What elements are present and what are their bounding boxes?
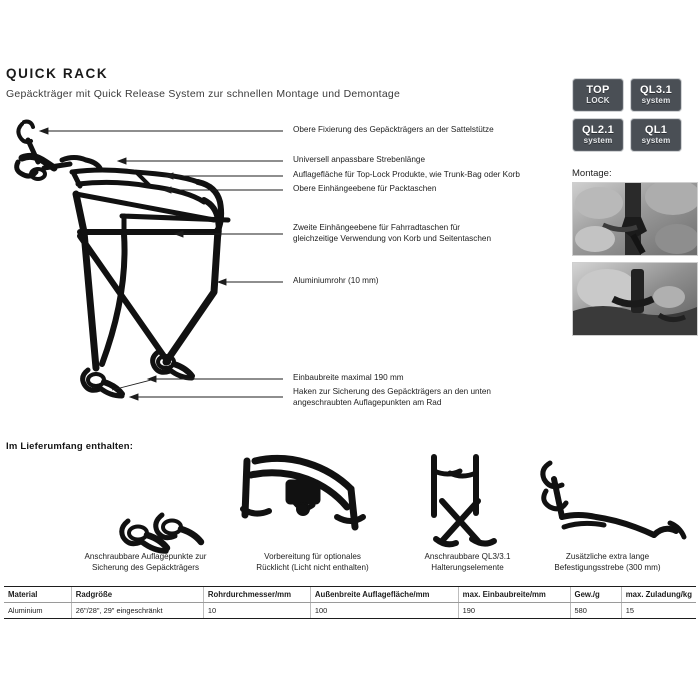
td-max-load: 15 (620, 602, 696, 619)
montage-photo-2 (572, 262, 698, 336)
part-ql3-brackets: Anschraubbare QL3/3.1 Halterungselemente (380, 454, 555, 573)
badge-line-1: TOP (586, 83, 610, 96)
th-tube-diameter: Rohrdurchmesser/mm (202, 586, 311, 603)
th-weight: Gew./g (569, 586, 622, 603)
th-max-load: max. Zuladung/kg (620, 586, 696, 603)
page-title: QUICK RACK (6, 66, 109, 81)
callout-label-5: Zweite Einhängeebene für Fahrradtaschen … (293, 223, 492, 243)
system-badge-group: TOP LOCK QL3.1 system QL2.1 system QL1 s… (572, 78, 696, 158)
part-long-strut: Zusätzliche extra lange Befestigungsstre… (520, 455, 695, 573)
table-header-row: Material Radgröße Rohrdurchmesser/mm Auß… (4, 586, 696, 603)
callout-label-3: Auflagefläche für Top-Lock Produkte, wie… (293, 170, 520, 179)
part-caption: Anschraubbare Auflagepunkte zur Sicherun… (84, 552, 207, 572)
badge-line-1: QL1 (644, 123, 668, 136)
part-caption: Anschraubbare QL3/3.1 Halterungselemente (424, 552, 511, 572)
part-caption: Vorbereitung für optionales Rücklicht (L… (256, 552, 369, 572)
td-wheel-size: 26"/28", 29" eingeschränkt (70, 602, 204, 619)
badge-ql31: QL3.1 system (630, 78, 682, 112)
td-outer-width: 100 (309, 602, 459, 619)
montage-photo-1-art (573, 183, 697, 255)
th-wheel-size: Radgröße (70, 586, 204, 603)
td-weight: 580 (569, 602, 622, 619)
included-parts-row: Anschraubbare Auflagepunkte zur Sicherun… (0, 454, 700, 575)
th-max-mount-width: max. Einbaubreite/mm (457, 586, 571, 603)
badge-line-2: LOCK (586, 95, 610, 105)
td-tube-diameter: 10 (202, 602, 311, 619)
montage-photo-1 (572, 182, 698, 256)
badge-top-lock: TOP LOCK (572, 78, 624, 112)
part-mounting-points: Anschraubbare Auflagepunkte zur Sicherun… (58, 455, 233, 573)
td-max-mount-width: 190 (457, 602, 571, 619)
montage-label: Montage: (572, 168, 612, 179)
table-row: Aluminium 26"/28", 29" eingeschränkt 10 … (4, 602, 696, 619)
badge-line-1: QL2.1 (581, 123, 615, 136)
badge-ql1: QL1 system (630, 118, 682, 152)
part-caption: Zusätzliche extra lange Befestigungsstre… (554, 552, 661, 572)
badge-line-2: system (641, 95, 671, 105)
montage-photo-2-art (573, 263, 697, 335)
specification-table: Material Radgröße Rohrdurchmesser/mm Auß… (4, 586, 696, 619)
callout-leader-lines (38, 127, 283, 401)
callout-label-6: Aluminiumrohr (10 mm) (293, 276, 379, 285)
part-mounting-points-art (58, 455, 233, 554)
page-subtitle: Gepäckträger mit Quick Release System zu… (6, 88, 401, 100)
callout-label-7: Einbaubreite maximal 190 mm (293, 373, 404, 382)
td-material: Aluminium (4, 602, 72, 619)
callout-label-1: Obere Fixierung des Gepäckträgers an der… (293, 125, 494, 134)
callout-group: Obere Fixierung des Gepäckträgers an der… (0, 112, 700, 422)
callout-label-4: Obere Einhängeebene für Packtaschen (293, 184, 437, 193)
part-light-mount: Vorbereitung für optionales Rücklicht (L… (225, 454, 400, 573)
part-light-mount-art (225, 454, 400, 550)
part-ql3-brackets-art (380, 454, 555, 550)
th-material: Material (4, 586, 72, 603)
rack-diagram-art (14, 119, 231, 399)
th-outer-width: Außenbreite Auflagefläche/mm (309, 586, 459, 603)
included-section-title: Im Lieferumfang enthalten: (6, 441, 134, 452)
badge-line-2: system (641, 135, 671, 145)
callout-label-8: Haken zur Sicherung des Gepäckträgers an… (293, 387, 491, 407)
rack-diagram (0, 112, 300, 412)
part-long-strut-art (520, 455, 695, 550)
badge-ql21: QL2.1 system (572, 118, 624, 152)
callout-label-2: Universell anpassbare Strebenlänge (293, 155, 425, 164)
badge-line-1: QL3.1 (639, 83, 673, 96)
badge-line-2: system (583, 135, 613, 145)
